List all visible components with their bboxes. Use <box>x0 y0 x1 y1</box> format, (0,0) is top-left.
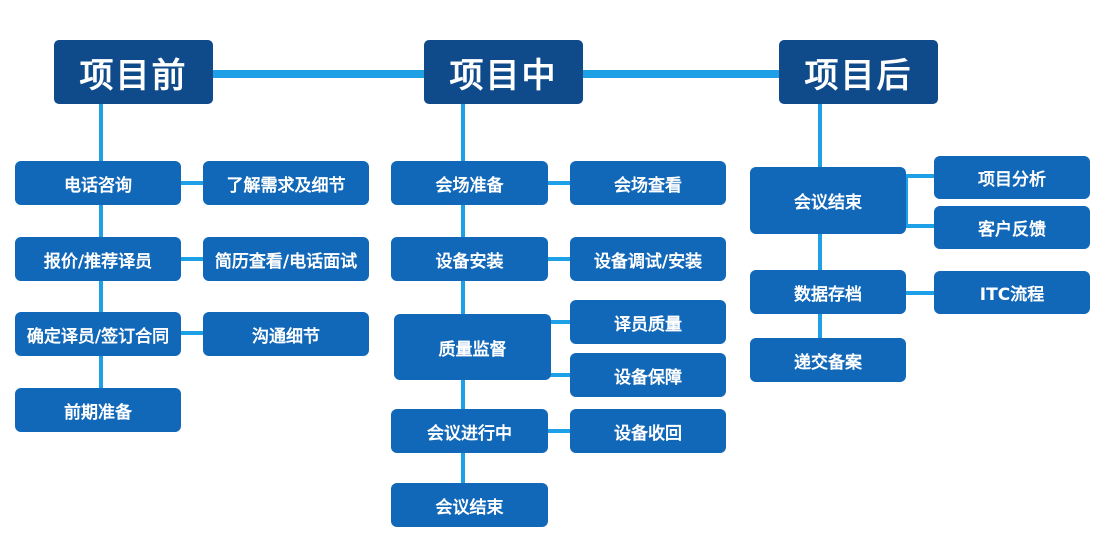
step-equipment-install: 设备安装 <box>391 237 548 281</box>
connector-line <box>545 429 573 433</box>
step-quote-recommend: 报价/推荐译员 <box>15 237 181 281</box>
detail-venue-check: 会场查看 <box>570 161 726 205</box>
detail-equipment-return: 设备收回 <box>570 409 726 453</box>
detail-communicate: 沟通细节 <box>203 312 369 356</box>
step-preparation: 前期准备 <box>15 388 181 432</box>
connector-line <box>904 174 908 228</box>
detail-interpreter-quality: 译员质量 <box>570 300 726 344</box>
detail-itc-process: ITC流程 <box>934 271 1090 314</box>
step-phone-inquiry: 电话咨询 <box>15 161 181 205</box>
detail-equipment-support: 设备保障 <box>570 353 726 397</box>
connector-line <box>178 331 206 335</box>
step-venue-prep: 会场准备 <box>391 161 548 205</box>
phase-header-before: 项目前 <box>54 40 213 104</box>
connector-line <box>904 291 936 295</box>
step-quality-supervision: 质量监督 <box>394 314 551 380</box>
step-submit-record: 递交备案 <box>750 338 906 382</box>
detail-resume-interview: 简历查看/电话面试 <box>203 237 369 281</box>
connector-line <box>545 257 573 261</box>
connector-line <box>461 100 465 504</box>
connector-line <box>549 320 575 324</box>
connector-line <box>545 181 573 185</box>
connector-line <box>178 257 206 261</box>
step-meeting-in-progress: 会议进行中 <box>391 409 548 453</box>
step-confirm-contract: 确定译员/签订合同 <box>15 312 181 356</box>
connector-line <box>904 224 936 228</box>
connector-line <box>178 181 206 185</box>
step-meeting-end-after: 会议结束 <box>750 167 906 234</box>
detail-customer-feedback: 客户反馈 <box>934 206 1090 249</box>
phase-header-during: 项目中 <box>424 40 583 104</box>
step-data-archive: 数据存档 <box>750 270 906 314</box>
connector-line <box>904 174 936 178</box>
phase-header-after: 项目后 <box>779 40 938 104</box>
detail-equipment-debug: 设备调试/安装 <box>570 237 726 281</box>
detail-requirements: 了解需求及细节 <box>203 161 369 205</box>
detail-project-analysis: 项目分析 <box>934 156 1090 199</box>
connector-line <box>549 373 575 377</box>
step-meeting-end: 会议结束 <box>391 483 548 527</box>
